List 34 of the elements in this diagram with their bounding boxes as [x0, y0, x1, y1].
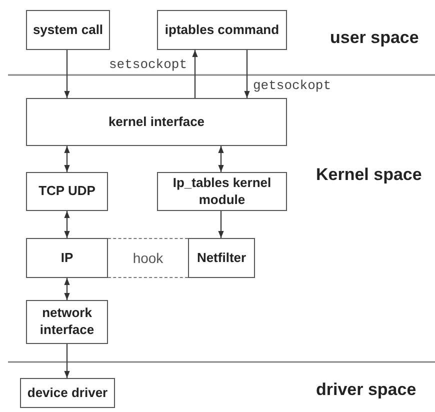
process-box [26, 300, 108, 344]
process-box [26, 10, 110, 50]
node-label: device driver [27, 384, 108, 402]
arrow [218, 146, 224, 172]
arrow [64, 50, 70, 98]
node-label: Ip_tables kernel module [172, 174, 272, 208]
node-label: system call [32, 22, 104, 38]
region-label: Kernel space [316, 165, 422, 185]
process-box [20, 378, 115, 408]
process-box [157, 10, 287, 50]
arrow [64, 211, 70, 238]
process-box [26, 238, 108, 278]
node-label: TCP UDP [38, 183, 96, 200]
node-label: Netfilter [196, 250, 246, 266]
arrow [218, 211, 224, 238]
node-label: IP [60, 250, 74, 266]
process-box [188, 238, 255, 278]
arrow [64, 146, 70, 172]
node-label: hook [132, 248, 164, 268]
process-box [26, 98, 287, 146]
process-box [157, 172, 287, 211]
region-label: driver space [316, 380, 416, 400]
arrow [64, 278, 70, 300]
process-box [26, 172, 108, 211]
arrow [192, 50, 198, 98]
node-label: kernel interface [108, 114, 205, 130]
arrow [244, 50, 250, 98]
hook-box [108, 238, 188, 278]
edge-label: setsockopt [108, 57, 188, 72]
region-label: user space [330, 28, 419, 48]
node-label: iptables command [164, 22, 280, 38]
edge-label: getsockopt [252, 78, 332, 93]
arrow [64, 344, 70, 378]
node-label: network interface [38, 305, 96, 339]
